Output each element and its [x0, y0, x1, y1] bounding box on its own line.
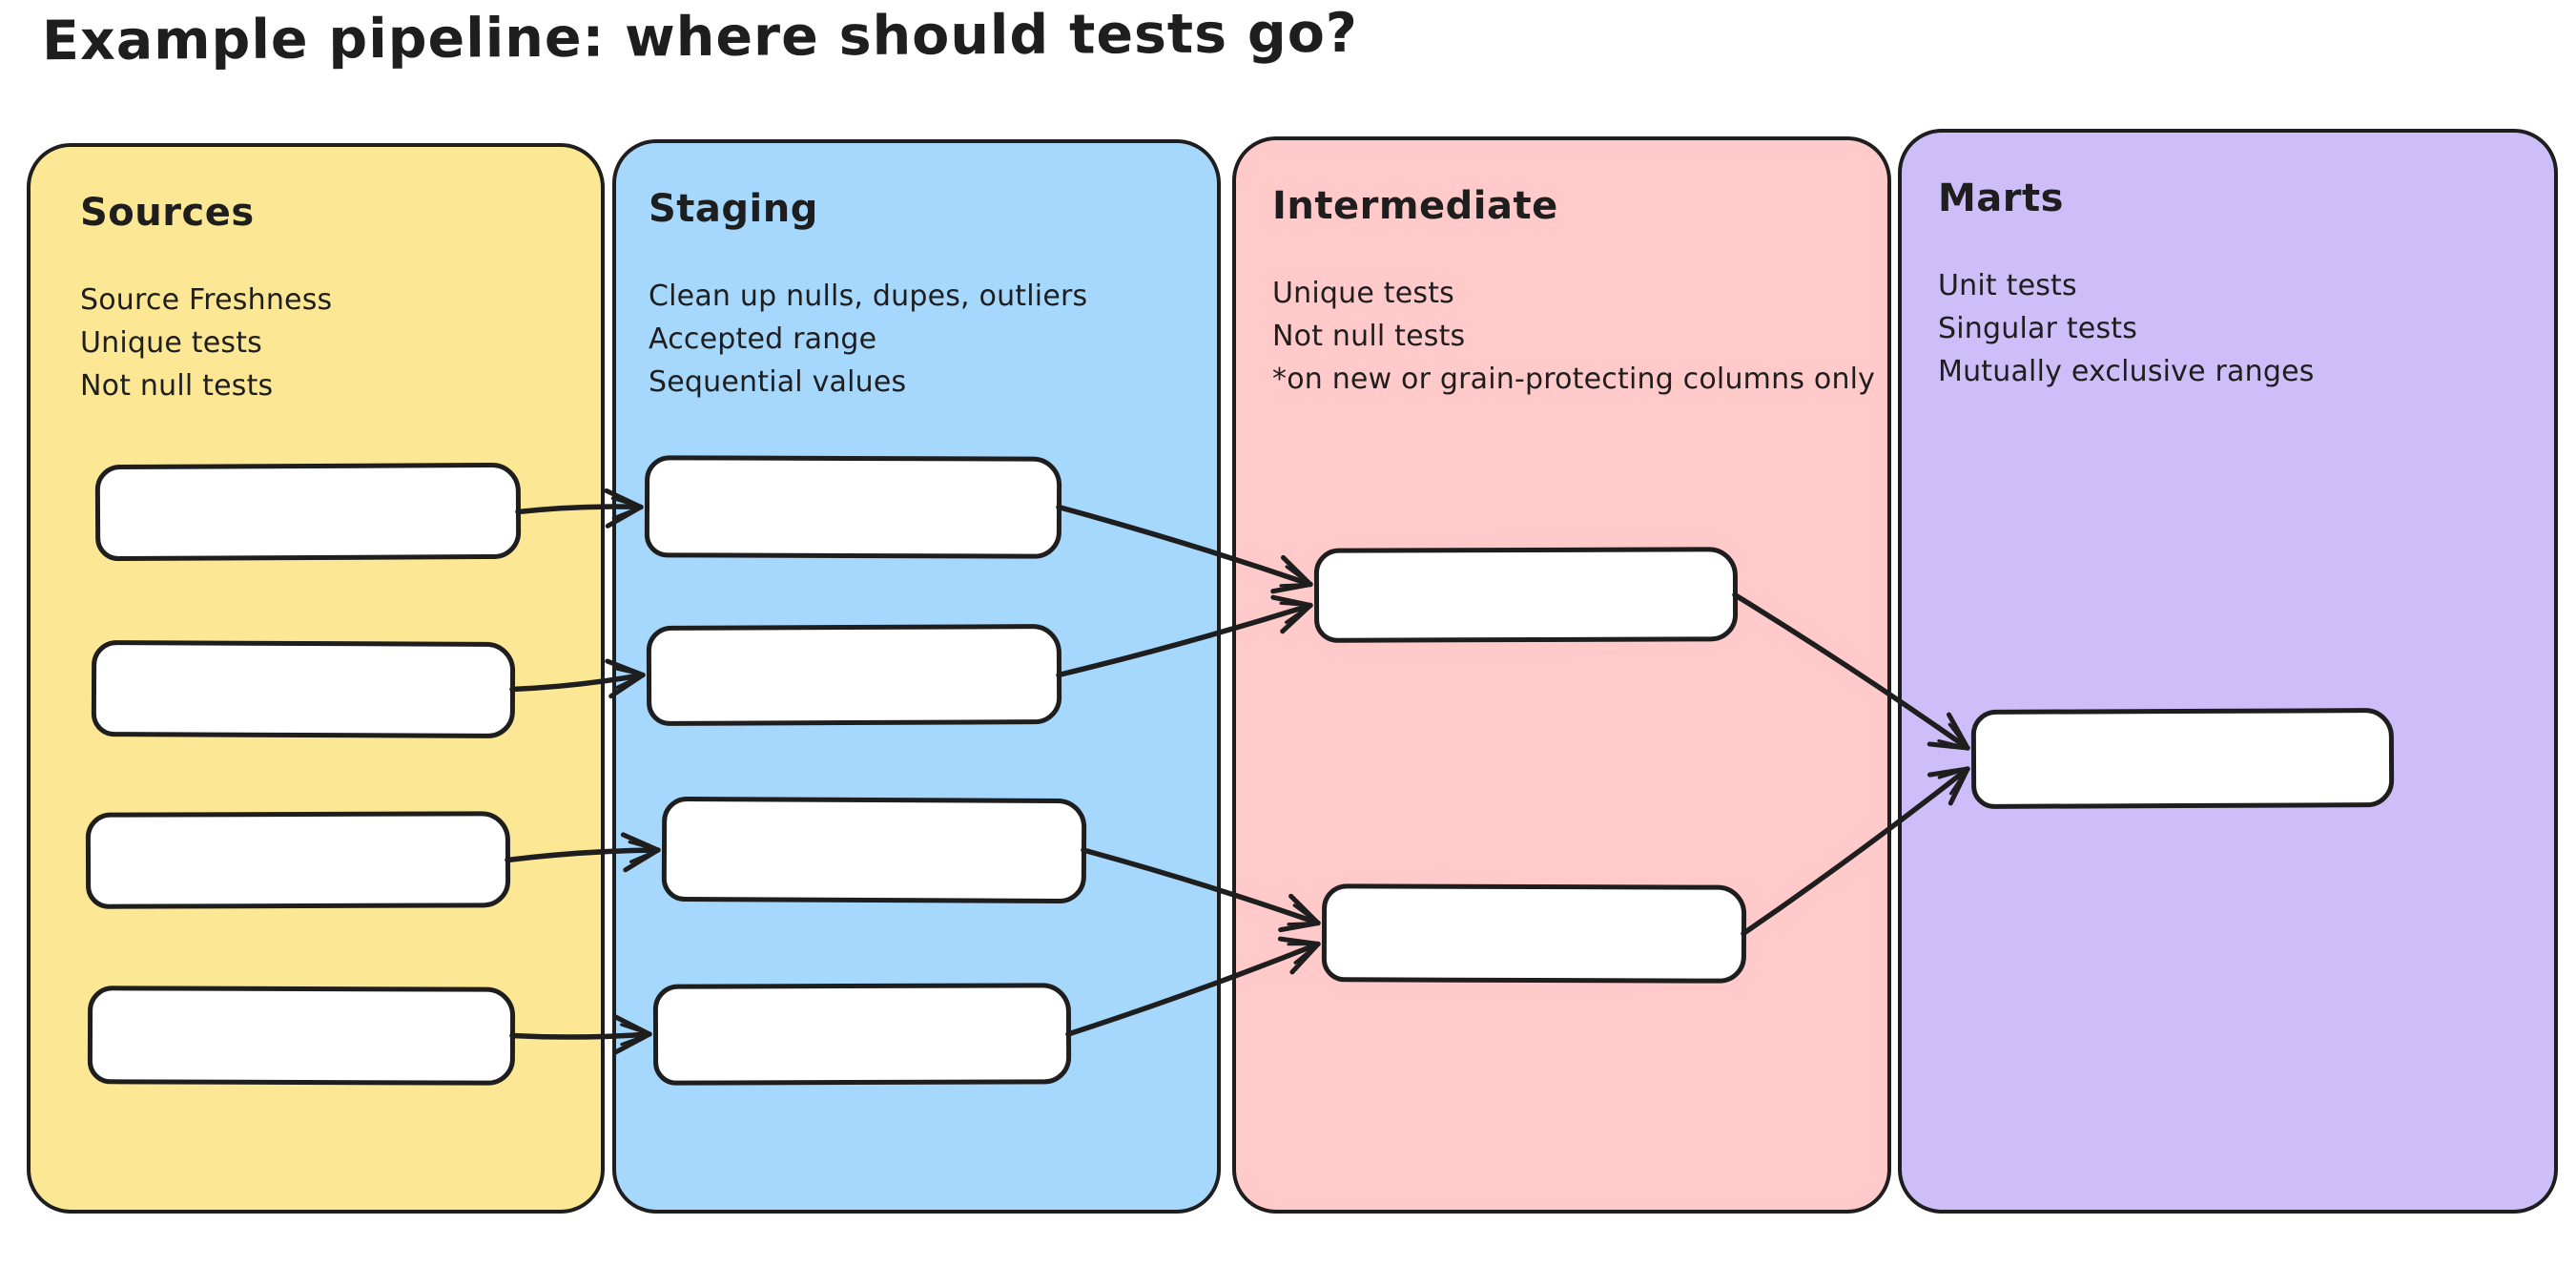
column-intermediate-note-3: *on new or grain-protecting columns only	[1272, 363, 1876, 396]
column-staging-title: Staging	[649, 187, 818, 231]
model-box-i2	[1321, 883, 1747, 984]
column-staging-note-2: Accepted range	[649, 322, 877, 356]
column-marts-note-1: Unit tests	[1938, 269, 2077, 302]
column-staging-note-1: Clean up nulls, dupes, outliers	[649, 280, 1088, 313]
column-sources-note-2: Unique tests	[80, 326, 262, 360]
column-staging-note-3: Sequential values	[649, 365, 907, 399]
model-box-s1	[94, 462, 522, 562]
column-sources-title: Sources	[80, 191, 255, 235]
model-box-t2	[646, 624, 1062, 726]
model-box-s2	[91, 640, 516, 738]
column-intermediate-title: Intermediate	[1272, 184, 1558, 228]
model-box-m1	[1970, 708, 2395, 809]
column-intermediate: Intermediate Unique tests Not null tests…	[1232, 136, 1891, 1214]
model-box-t1	[644, 455, 1062, 559]
model-box-s4	[87, 986, 516, 1086]
model-box-s3	[85, 811, 511, 909]
column-marts-title: Marts	[1938, 176, 2064, 220]
column-marts: Marts Unit tests Singular tests Mutually…	[1898, 129, 2558, 1214]
column-sources-note-1: Source Freshness	[80, 283, 333, 317]
column-sources-note-3: Not null tests	[80, 369, 274, 403]
column-intermediate-note-2: Not null tests	[1272, 320, 1466, 353]
column-marts-note-3: Mutually exclusive ranges	[1938, 355, 2315, 388]
model-box-i1	[1313, 547, 1739, 643]
model-box-t3	[661, 796, 1087, 904]
column-intermediate-note-1: Unique tests	[1272, 277, 1454, 310]
model-box-t4	[652, 983, 1072, 1086]
column-marts-note-2: Singular tests	[1938, 312, 2138, 345]
